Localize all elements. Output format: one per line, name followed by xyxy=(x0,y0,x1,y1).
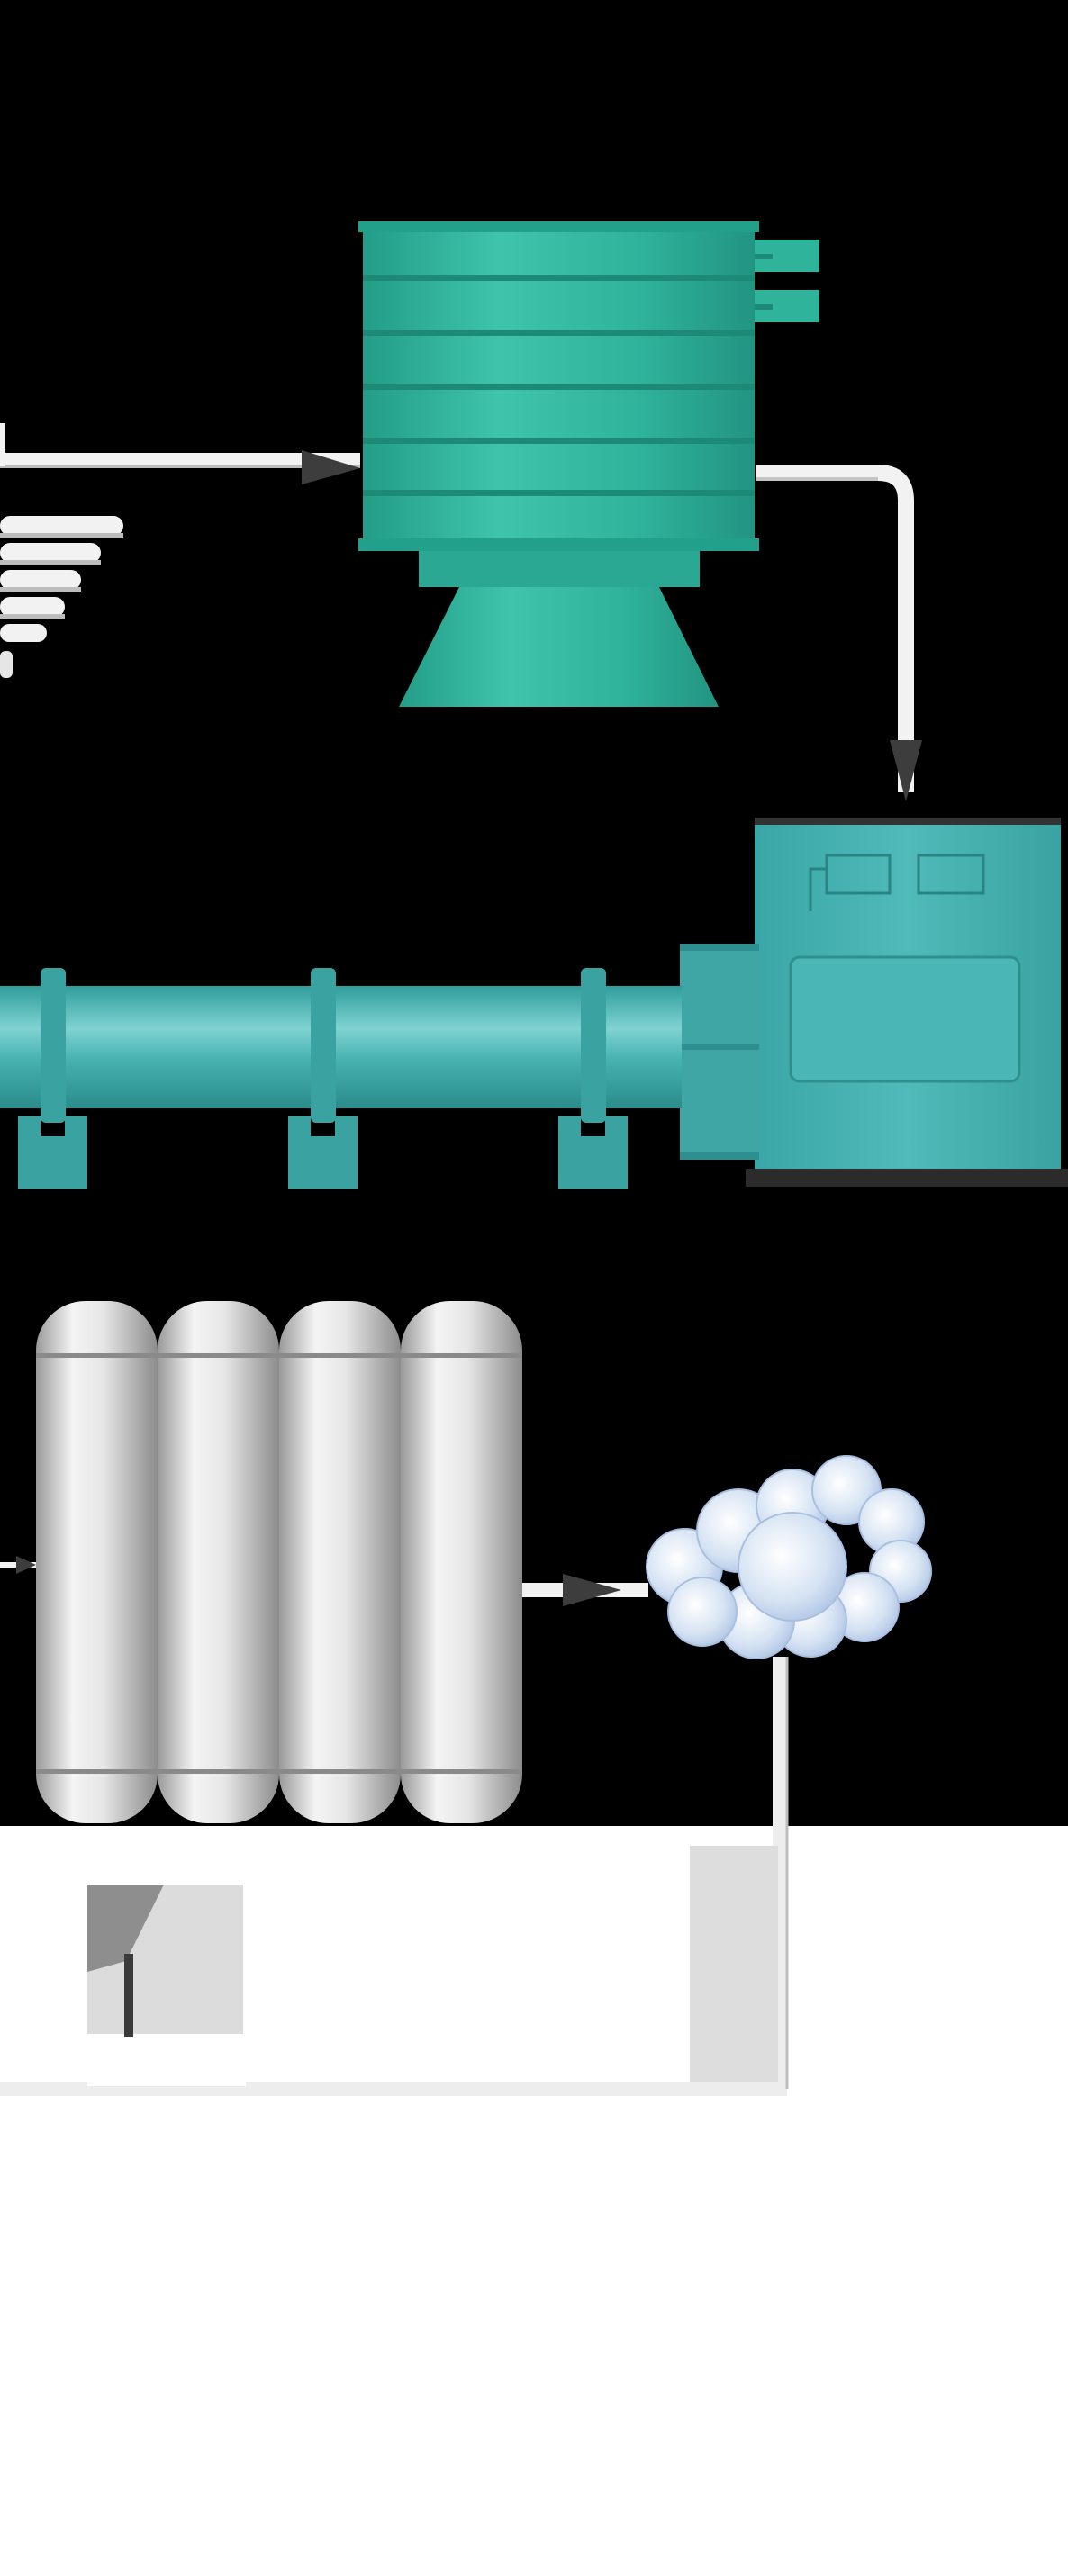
settling-tank xyxy=(358,221,819,707)
stacked-trays xyxy=(0,516,123,678)
gauge-box xyxy=(87,1885,246,2086)
cylinder xyxy=(279,1301,401,1823)
gauge-icon xyxy=(87,1885,164,1972)
motor-panel xyxy=(825,854,892,895)
tank-cone-base xyxy=(399,587,719,707)
drum-support-leg xyxy=(288,1116,358,1189)
flow-arrow-icon xyxy=(302,450,360,484)
cylinder-bank xyxy=(0,1301,522,1823)
tank-base-collar xyxy=(419,551,700,587)
tank-to-motor-pipe xyxy=(756,465,922,801)
rotary-drum xyxy=(0,968,682,1189)
feed-line xyxy=(0,423,360,484)
cylinder xyxy=(36,1301,158,1823)
vapor-cloud xyxy=(646,1455,932,1659)
cylinder xyxy=(158,1301,279,1823)
flow-arrow-icon xyxy=(563,1574,621,1606)
flow-arrow-icon xyxy=(890,740,922,801)
flow-arrow-icon xyxy=(16,1556,36,1574)
drum-flange xyxy=(581,968,606,1123)
drum-flange xyxy=(311,968,336,1123)
return-line xyxy=(0,1657,789,2096)
motor-panel xyxy=(917,854,985,895)
drum-support-leg xyxy=(558,1116,628,1189)
motor-front-panel xyxy=(789,955,1021,1083)
drum-support-leg xyxy=(18,1116,87,1189)
cylinder-to-cloud-pipe xyxy=(522,1574,648,1606)
motor-housing xyxy=(680,818,1068,1187)
cylinder xyxy=(401,1301,522,1823)
drum-flange xyxy=(41,968,66,1123)
drive-coupling xyxy=(680,944,759,1160)
